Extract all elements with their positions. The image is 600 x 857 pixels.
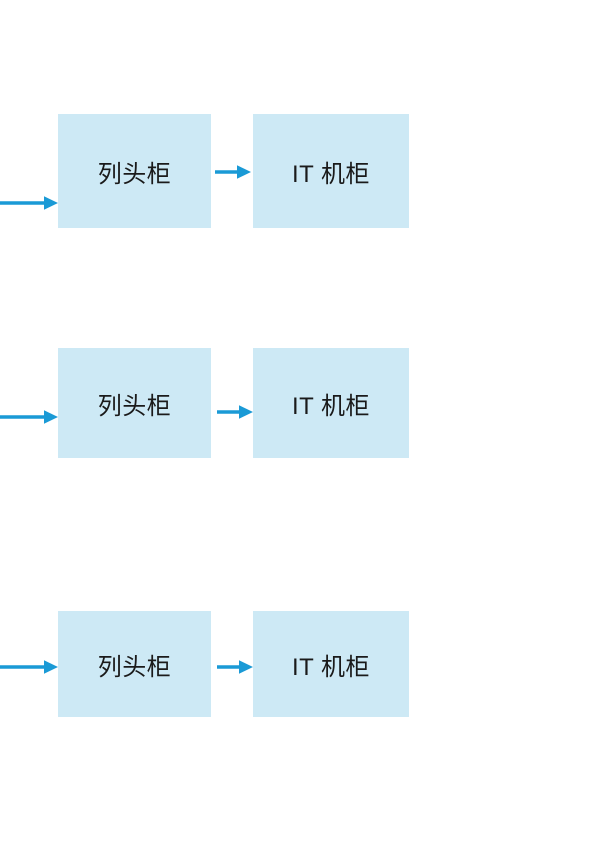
it-cabinet-label: IT 机柜 [291, 392, 371, 420]
row-head-cabinet-label: 列头柜 [97, 653, 172, 681]
it-cabinet-box: IT 机柜 [253, 348, 409, 458]
row-head-cabinet-box: 列头柜 [58, 114, 211, 228]
it-cabinet-box: IT 机柜 [253, 611, 409, 717]
it-cabinet-label: IT 机柜 [291, 653, 371, 681]
row-head-cabinet-label: 列头柜 [97, 160, 172, 188]
connector-arrow-icon [216, 404, 253, 420]
row-head-cabinet-box: 列头柜 [58, 348, 211, 458]
it-cabinet-label: IT 机柜 [291, 160, 371, 188]
connector-arrow-icon [216, 659, 253, 675]
incoming-arrow-icon [0, 195, 58, 211]
row-head-cabinet-label: 列头柜 [97, 392, 172, 420]
it-cabinet-box: IT 机柜 [253, 114, 409, 228]
incoming-arrow-icon [0, 409, 58, 425]
connector-arrow-icon [214, 164, 251, 180]
row-head-cabinet-box: 列头柜 [58, 611, 211, 717]
incoming-arrow-icon [0, 659, 58, 675]
